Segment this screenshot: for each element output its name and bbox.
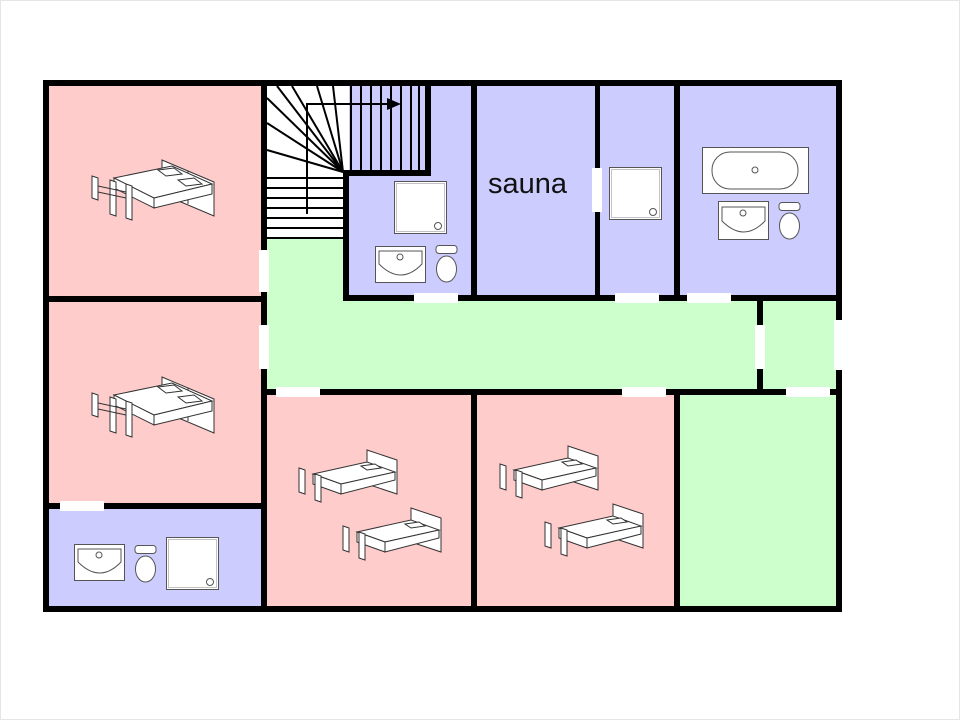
double-bed-icon [91,376,215,438]
sauna-room [477,86,595,295]
door-greenroom[interactable] [786,387,830,397]
wall-bedroom1-bedroom2 [43,296,267,302]
green-room [680,395,836,606]
toilet-icon [435,245,458,283]
door-entrance[interactable] [834,320,844,370]
hallway-main [267,301,757,389]
toilet-icon [778,202,801,240]
washbasin-icon [718,201,769,240]
wall-bath1-left [343,170,349,301]
door-bedroom4[interactable] [622,387,666,397]
toilet-icon [134,545,157,583]
door-bedroom3[interactable] [276,387,320,397]
vestibule [763,301,836,389]
shower-tray-icon [609,167,662,220]
door-shower-room[interactable] [615,293,659,303]
outer-wall-bottom [43,606,842,612]
shower-tray-icon [166,537,219,590]
wall-stairs-bottom [343,170,431,176]
outer-wall-top [43,80,842,86]
door-bath2[interactable] [687,293,731,303]
outer-wall-left [43,80,49,612]
bathtub-icon [702,147,809,194]
wall-hallway-bottom [261,389,842,395]
wall-hallway-top [343,295,842,301]
door-vestibule[interactable] [755,325,765,369]
single-bed-icon [298,449,398,503]
arrow-icon [387,98,401,110]
door-bedroom2[interactable] [259,325,269,369]
staircase-icon [266,85,420,239]
sauna-label: sauna [488,168,568,200]
wall-bedroom4-greenroom [674,389,680,612]
single-bed-icon [342,507,442,561]
washbasin-icon [375,246,426,283]
bedroom-3 [267,395,471,606]
bedroom-4 [477,395,674,606]
wall-shower-bath2 [674,80,680,301]
door-sauna[interactable] [592,168,602,212]
wall-sauna-left [471,80,477,301]
bathroom-1-top [425,86,471,176]
wall-bedroom3-bedroom4 [471,389,477,612]
door-bath1[interactable] [414,293,458,303]
wall-bedroom2-bath3 [43,503,267,509]
double-bed-icon [91,159,215,221]
single-bed-icon [544,503,644,557]
washbasin-icon [74,544,125,581]
door-bedroom1[interactable] [259,250,269,292]
single-bed-icon [499,445,599,499]
shower-tray-icon [394,181,447,234]
door-bath3[interactable] [60,501,104,511]
wall-stairs-right [425,80,431,176]
